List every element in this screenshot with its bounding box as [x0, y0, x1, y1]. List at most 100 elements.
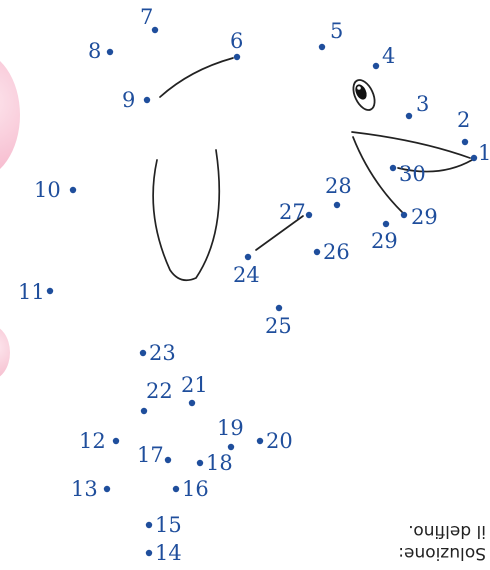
dolphin-eye: [352, 79, 376, 111]
dot-marker: [227, 443, 235, 451]
dot-number-label: 12: [79, 429, 106, 453]
dot-3: 3: [405, 92, 429, 120]
dot-29: 29: [400, 205, 438, 229]
dot-number-label: 26: [323, 240, 350, 264]
dot-number-label-29-secondary: 29: [371, 229, 398, 253]
dot-number-label: 3: [416, 92, 429, 116]
dot-marker: [400, 211, 408, 219]
solution-text: Soluzione: il delfino.: [356, 520, 486, 564]
dot-number-label: 7: [140, 5, 153, 29]
dot-number-label: 1: [478, 141, 490, 165]
dot-marker: [275, 304, 283, 312]
dot-number-label: 27: [279, 200, 306, 224]
dot-number-label: 20: [266, 429, 293, 453]
dot-marker: [305, 211, 313, 219]
dot-1: 1: [470, 141, 490, 165]
dot-marker: [103, 485, 111, 493]
dot-marker: [188, 399, 196, 407]
dot-11: 11: [18, 280, 54, 304]
dot-20: 20: [256, 429, 293, 453]
dot-number-label: 5: [330, 19, 343, 43]
dot-7: 7: [140, 5, 159, 34]
dot-marker: [372, 62, 380, 70]
dolphin-flipper-line: [152, 149, 221, 282]
pink-decoration-small: [0, 325, 10, 380]
dot-marker: [139, 349, 147, 357]
dot-6: 6: [230, 29, 243, 61]
dot-26: 26: [313, 240, 350, 264]
dot-number-label: 15: [155, 513, 182, 537]
dot-number-label: 16: [182, 477, 209, 501]
dot-marker: [313, 248, 321, 256]
dot-marker: [318, 43, 326, 51]
dot-marker: [140, 407, 148, 415]
dot-18: 18: [196, 451, 233, 475]
dot-22: 22: [140, 379, 173, 415]
dot-marker: [233, 53, 241, 61]
dot-8: 8: [88, 39, 114, 63]
dot-number-label: 21: [181, 373, 208, 397]
dot-number-label: 30: [399, 162, 426, 186]
dot-25: 25: [265, 304, 292, 338]
dot-number-label: 29: [411, 205, 438, 229]
dot-number-label: 6: [230, 29, 243, 53]
dot-13: 13: [71, 477, 111, 501]
dot-marker: [196, 459, 204, 467]
dot-number-label: 22: [146, 379, 173, 403]
dot-marker: [151, 26, 159, 34]
dolphin-mouth-upper-line: [351, 131, 471, 159]
dot-30: 30: [389, 162, 426, 186]
dot-marker: [112, 437, 120, 445]
dot-marker-29-secondary: [382, 220, 390, 228]
dot-number-label: 23: [149, 341, 176, 365]
dot-marker: [145, 521, 153, 529]
dot-number-label: 10: [34, 178, 61, 202]
dot-2: 2: [457, 108, 470, 146]
dot-17: 17: [137, 443, 172, 467]
dot-number-label: 11: [18, 280, 45, 304]
dolphin-mouth-lower-line: [352, 136, 403, 213]
dot-number-label: 18: [206, 451, 233, 475]
dot-marker: [106, 48, 114, 56]
dot-27: 27: [279, 200, 313, 224]
dot-9: 9: [122, 88, 151, 112]
solution-answer: il delfino.: [408, 521, 486, 541]
dot-marker: [69, 186, 77, 194]
dot-number-label: 9: [122, 88, 135, 112]
dot-number-label: 2: [457, 108, 470, 132]
dot-23: 23: [139, 341, 176, 365]
dolphin-head-line: [159, 57, 234, 98]
dot-10: 10: [34, 178, 77, 202]
dot-number-label: 25: [265, 314, 292, 338]
dot-marker: [172, 485, 180, 493]
dot-marker: [333, 201, 341, 209]
dot-16: 16: [172, 477, 209, 501]
dolphin-belly-line: [255, 215, 304, 251]
dot-number-label: 4: [382, 44, 395, 68]
dot-19: 19: [217, 416, 244, 451]
dot-marker: [145, 549, 153, 557]
dot-number-label: 8: [88, 39, 101, 63]
dot-number-label: 17: [137, 443, 164, 467]
dot-marker: [405, 112, 413, 120]
dot-marker: [46, 287, 54, 295]
dot-5: 5: [318, 19, 343, 51]
dolphin-chin-line: [397, 159, 473, 173]
dot-marker: [389, 164, 397, 172]
dot-14: 14: [145, 541, 182, 565]
dot-24: 24: [233, 253, 260, 287]
dot-number-label: 14: [155, 541, 182, 565]
dot-number-label: 28: [325, 174, 352, 198]
dot-marker: [244, 253, 252, 261]
dot-15: 15: [145, 513, 182, 537]
solution-heading: Soluzione:: [398, 543, 486, 563]
dot-4: 4: [372, 44, 395, 70]
dot-number-label: 24: [233, 263, 260, 287]
dot-marker: [256, 437, 264, 445]
dot-marker: [164, 456, 172, 464]
dot-number-label: 13: [71, 477, 98, 501]
dot-marker: [461, 138, 469, 146]
